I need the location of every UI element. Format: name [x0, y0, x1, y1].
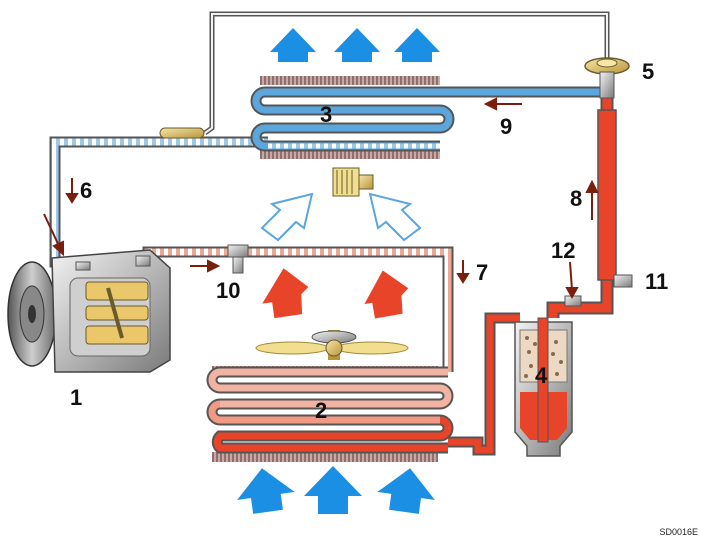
fan-icon	[255, 330, 409, 360]
label-sight-glass: 12	[551, 238, 576, 263]
warm-air-arrows	[262, 268, 409, 319]
label-service-valve-low: 10	[216, 278, 241, 303]
suction-muffler	[159, 127, 205, 139]
figure-code: SD0016E	[659, 527, 698, 537]
service-valve-low	[227, 244, 249, 274]
receiver-drier	[514, 295, 582, 457]
evaporator-fins-bottom	[260, 150, 440, 159]
label-receiver-drier: 4	[535, 363, 548, 388]
label-expansion-valve: 5	[642, 59, 655, 84]
label-discharge-flow: 7	[476, 260, 489, 285]
liquid-line	[448, 94, 617, 456]
label-condenser: 2	[315, 398, 328, 423]
return-air-arrows	[260, 192, 422, 242]
label-compressor: 1	[70, 385, 83, 410]
expansion-valve	[584, 57, 630, 99]
compressor-piston-bottom	[85, 325, 149, 345]
ambient-air-in-arrows	[237, 466, 435, 514]
evaporator-fins-top	[260, 76, 440, 85]
label-service-valve-high: 11	[645, 269, 669, 294]
equalizer-line	[203, 11, 610, 136]
evaporator	[250, 76, 600, 159]
label-evaporator: 3	[320, 102, 333, 127]
label-liquid-flow: 8	[570, 186, 583, 211]
label-evaporator-flow: 9	[500, 114, 513, 139]
sight-glass	[564, 295, 582, 307]
label-suction-flow: 6	[80, 178, 93, 203]
flow-arrows	[43, 97, 599, 300]
service-valve-high	[613, 274, 633, 288]
compressor-piston-top	[85, 281, 149, 301]
compressor	[7, 249, 171, 373]
cool-air-out-arrows	[270, 28, 440, 62]
blower-icon	[332, 167, 374, 197]
condenser	[206, 366, 454, 462]
condenser-fins-bottom	[212, 452, 438, 462]
